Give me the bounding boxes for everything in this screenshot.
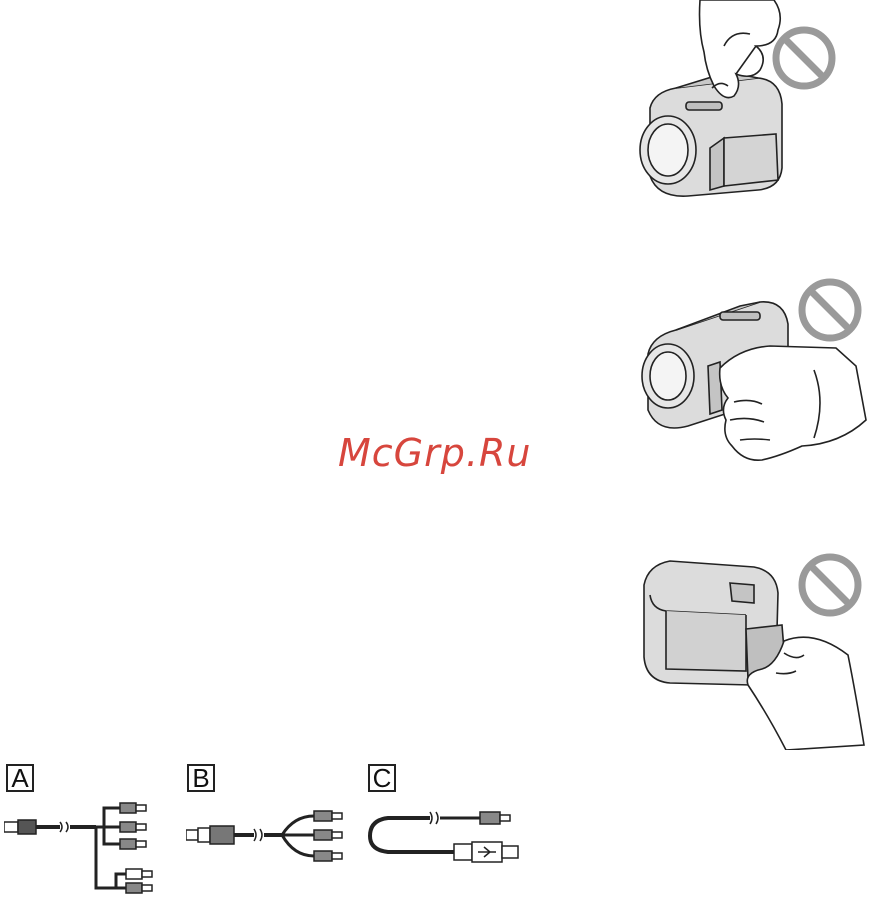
figure-label-a: A	[6, 764, 34, 792]
camcorder-icon	[644, 561, 786, 685]
camcorder-icon	[640, 72, 782, 196]
component-cable-icon	[186, 806, 352, 866]
prohibited-icon	[802, 557, 858, 613]
watermark-text: McGrp.Ru	[338, 428, 553, 478]
prohibited-icon	[802, 282, 858, 338]
prohibited-icon	[776, 30, 832, 86]
figure-label-b: B	[187, 764, 215, 792]
figure-label-c: C	[368, 764, 396, 792]
usb-cable-icon	[368, 808, 524, 874]
camcorder-held-by-viewfinder-illustration	[628, 0, 848, 205]
hand-icon	[720, 346, 866, 460]
av-cable-icon	[4, 800, 164, 894]
camcorder-held-by-battery-illustration	[636, 545, 872, 750]
camcorder-held-by-lcd-illustration	[630, 270, 870, 470]
